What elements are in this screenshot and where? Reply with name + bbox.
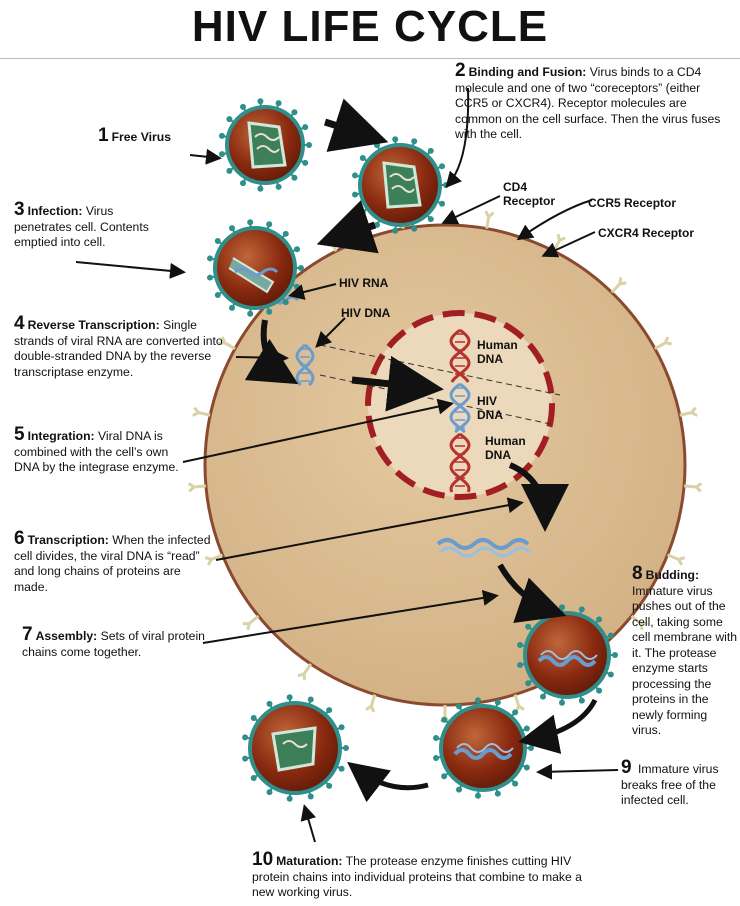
receptor-icon bbox=[679, 406, 698, 417]
step-text: Virus penetrates cell. Contents emptied … bbox=[14, 204, 149, 249]
process-arrow bbox=[351, 355, 444, 412]
receptor-icon bbox=[654, 336, 672, 350]
process-arrow bbox=[323, 98, 389, 152]
step-heading: Infection: bbox=[27, 204, 83, 218]
title-divider bbox=[0, 58, 740, 59]
step-9-label: 9 Immature virus breaks free of the infe… bbox=[621, 757, 731, 809]
step-heading: Reverse Transcription: bbox=[27, 318, 160, 332]
page-title: HIV LIFE CYCLE bbox=[191, 2, 549, 51]
step-number: 9 bbox=[621, 757, 632, 778]
human-dna-helix-top bbox=[449, 328, 471, 383]
step-text: Virus binds to a CD4 molecule and one of… bbox=[455, 65, 721, 141]
protein-chains bbox=[436, 538, 531, 558]
receptor-icon bbox=[484, 210, 495, 229]
step-number: 6 bbox=[14, 528, 25, 549]
step-number: 2 bbox=[455, 60, 466, 81]
nucleus-hiv-dna-label: HIV DNA bbox=[477, 394, 503, 422]
process-arrow bbox=[497, 563, 567, 624]
receptor-icon bbox=[513, 694, 525, 713]
step-number: 7 bbox=[22, 624, 33, 645]
pointer-line bbox=[541, 231, 596, 258]
step-number: 5 bbox=[14, 424, 25, 445]
step-number: 3 bbox=[14, 199, 25, 220]
hiv-dna-label: HIV DNA bbox=[341, 306, 391, 320]
free-virus-particle bbox=[218, 98, 312, 192]
step-text: Single strands of viral RNA are converte… bbox=[14, 318, 223, 379]
receptor-icon bbox=[666, 553, 686, 566]
step-number: 10 bbox=[252, 849, 274, 870]
step-number: 4 bbox=[14, 313, 25, 334]
step-text: When the infected cell divides, the vira… bbox=[14, 533, 211, 594]
mature-virus-particle bbox=[242, 694, 349, 802]
receptor-icon bbox=[630, 614, 648, 631]
step-text: The protease enzyme finishes cutting HIV… bbox=[252, 854, 582, 899]
step-text: Sets of viral protein chains come togeth… bbox=[22, 629, 205, 659]
receptor-icon bbox=[192, 406, 211, 417]
process-arrow bbox=[518, 698, 598, 754]
pointer-line bbox=[441, 195, 501, 225]
step-heading: Transcription: bbox=[27, 533, 109, 547]
process-arrow bbox=[316, 200, 379, 254]
process-arrow bbox=[508, 462, 569, 532]
cxcr4-receptor-label: CXCR4 Receptor bbox=[598, 226, 695, 240]
step-heading: Integration: bbox=[27, 429, 95, 443]
receptor-icon bbox=[365, 694, 377, 713]
pointer-line bbox=[536, 763, 619, 780]
pointer-line bbox=[300, 804, 317, 843]
binding-virus-particle bbox=[352, 136, 449, 234]
hiv-dna-helix-nucleus bbox=[449, 382, 471, 434]
process-arrow bbox=[244, 319, 299, 385]
pointer-line bbox=[288, 283, 337, 300]
hiv-rna-label: HIV RNA bbox=[339, 276, 389, 290]
step-text: Immature virus pushes out of the cell, t… bbox=[632, 583, 737, 738]
step-heading: Free Virus bbox=[111, 130, 171, 144]
pointer-line bbox=[202, 590, 499, 644]
pointer-line bbox=[235, 349, 289, 366]
step-heading: Maturation: bbox=[276, 854, 343, 868]
step-number: 1 bbox=[98, 125, 109, 146]
receptor-icon bbox=[242, 614, 260, 631]
ccr5-receptor-label: CCR5 Receptor bbox=[588, 196, 677, 210]
step-heading: Assembly: bbox=[35, 629, 98, 643]
step-heading: Budding: bbox=[645, 568, 700, 582]
step-text: Viral DNA is combined with the cell’s ow… bbox=[14, 429, 179, 474]
pointer-line bbox=[75, 261, 186, 279]
human-dna-helix-bottom bbox=[449, 432, 471, 493]
receptor-icon bbox=[187, 482, 207, 493]
process-arrow bbox=[347, 761, 429, 803]
pointer-line bbox=[182, 398, 454, 463]
immature-virus-particle bbox=[433, 697, 534, 799]
step-number: 8 bbox=[632, 563, 643, 584]
pointer-line bbox=[215, 497, 524, 561]
receptor-icon bbox=[683, 482, 703, 493]
pointer-line bbox=[516, 199, 593, 241]
dna-strands bbox=[260, 295, 531, 558]
step-text: Immature virus breaks free of the infect… bbox=[621, 762, 719, 807]
pointer-line bbox=[315, 317, 346, 348]
receptor-icon bbox=[204, 553, 224, 566]
human-dna-bottom-label: Human DNA bbox=[485, 434, 526, 462]
receptor-icon bbox=[218, 336, 236, 350]
receptor-icon bbox=[610, 277, 627, 294]
receptor-icon bbox=[297, 663, 313, 681]
pointer-line bbox=[189, 148, 222, 165]
arrows bbox=[75, 87, 619, 843]
step-heading: Binding and Fusion: bbox=[468, 65, 587, 79]
infecting-virus-particle bbox=[207, 219, 304, 317]
human-dna-top-label: Human DNA bbox=[477, 338, 518, 366]
pointer-line bbox=[445, 87, 470, 189]
cd4-receptor-label: CD4 Receptor bbox=[503, 180, 556, 208]
